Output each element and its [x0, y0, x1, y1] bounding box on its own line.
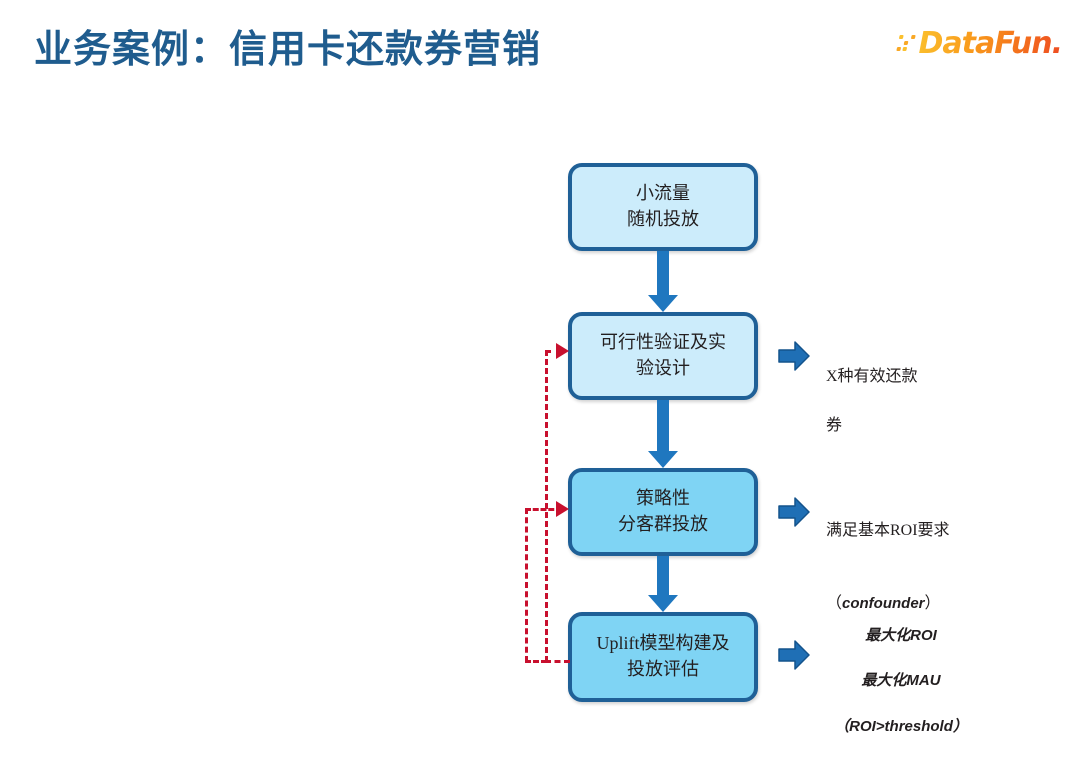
flow-box-uplift[interactable]: Uplift模型构建及 投放评估: [568, 612, 758, 702]
output-note-line: （ROI>threshold）: [834, 717, 968, 735]
feedback-arrowhead-to-feasibility: [556, 343, 569, 359]
logo-wordmark: DataFun.: [918, 25, 1063, 61]
output-arrow-icon-1: [777, 339, 811, 373]
output-note-line: 最大化ROI: [865, 626, 937, 644]
output-note-line: 满足基本ROI要求: [826, 522, 950, 540]
connector-arrow-3: [648, 556, 678, 612]
feedback-path-inner-top: [525, 508, 562, 511]
feedback-path-inner-vertical: [525, 508, 528, 662]
flow-box-label: 策略性 分客群投放: [618, 488, 708, 534]
page-title: 业务案例：信用卡还款券营销: [34, 29, 542, 71]
feedback-path-inner-bottom: [525, 660, 547, 663]
output-note-line: X种有效还款: [826, 368, 918, 386]
flow-box-label: 可行性验证及实 验设计: [600, 332, 726, 378]
flow-box-feasibility[interactable]: 可行性验证及实 验设计: [568, 312, 758, 400]
output-arrow-icon-2: [777, 495, 811, 529]
confounder-term: confounder: [842, 595, 925, 613]
output-note-line-confounder: （confounder）: [826, 568, 950, 617]
output-note-maximize: 最大化ROI 最大化MAU （ROI>threshold）: [826, 602, 976, 762]
output-note-line: 券: [826, 416, 843, 434]
paren-close: ）: [924, 595, 941, 613]
flow-box-small-traffic[interactable]: 小流量 随机投放: [568, 163, 758, 251]
flow-box-label: Uplift模型构建及 投放评估: [596, 633, 730, 679]
feedback-arrowhead-to-strategy: [556, 501, 569, 517]
output-note-line: 最大化MAU: [861, 672, 941, 690]
flow-diagram: 小流量 随机投放 可行性验证及实 验设计 策略性 分客群投放 Uplift模型构…: [525, 163, 968, 735]
feedback-path-outer-top: [545, 350, 562, 353]
datafun-logo: DataFun.: [895, 25, 1063, 61]
flow-box-strategy[interactable]: 策略性 分客群投放: [568, 468, 758, 556]
paren-open: （: [826, 595, 843, 613]
output-arrow-icon-3: [777, 638, 811, 672]
feedback-path-outer-bottom: [545, 660, 570, 663]
connector-arrow-1: [648, 251, 678, 312]
connector-arrow-2: [648, 400, 678, 468]
output-note-roi: 满足基本ROI要求 （confounder）: [826, 495, 950, 641]
output-note-coupons: X种有效还款 券: [826, 341, 918, 463]
feedback-path-outer-vertical: [545, 350, 548, 662]
flow-box-label: 小流量 随机投放: [627, 183, 699, 229]
